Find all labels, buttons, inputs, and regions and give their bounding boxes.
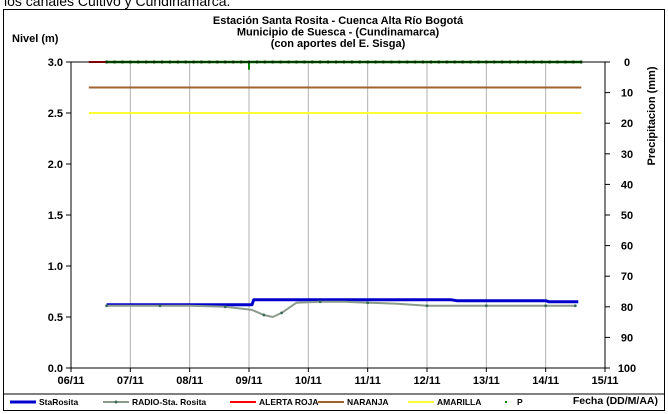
y2-tick-label: 100 <box>618 363 636 375</box>
series-line <box>106 300 576 318</box>
x-tick-label: 13/11 <box>473 375 500 387</box>
y2-tick-label: 80 <box>621 302 633 314</box>
legend-label: P <box>517 397 523 407</box>
series-point <box>262 313 266 317</box>
series-point <box>544 304 548 308</box>
x-tick-label: 12/11 <box>414 375 441 387</box>
y2-tick-label: 60 <box>621 241 633 253</box>
y2-tick-label: 50 <box>621 210 633 222</box>
axes: 0.0 0.5 1.0 1.5 2.0 2.5 3.0 0 10 20 30 40 50 60 70 80 90… <box>12 33 658 407</box>
x-tick-label: 14/11 <box>532 375 559 387</box>
legend-item: AMARILLA <box>408 397 481 407</box>
y-axis-label: Nivel (m) <box>12 33 59 45</box>
chart-title: Estación Santa Rosita - Cuenca Alta Río … <box>213 15 464 50</box>
x-tick-label: 10/11 <box>295 375 322 387</box>
chart-title-line: Municipio de Suesca - (Cundinamarca) <box>237 27 440 39</box>
x-tick-label: 11/11 <box>355 375 381 387</box>
legend-item: RADIO-Sta. Rosita <box>103 397 206 407</box>
grid <box>129 62 547 368</box>
y2-tick-label: 20 <box>621 118 633 130</box>
series-point <box>484 304 488 308</box>
legend-swatch <box>505 401 507 403</box>
y2-axis-label: Precipitacion (mm) <box>646 66 658 165</box>
legend-label: NARANJA <box>347 397 389 407</box>
chart-title-line: (con aportes del E. Sisga) <box>271 38 406 50</box>
chart-title-line: Estación Santa Rosita - Cuenca Alta Río … <box>213 15 464 27</box>
legend-label: StaRosita <box>39 397 78 407</box>
y-tick-label: 0.5 <box>48 312 63 324</box>
series-1 <box>105 300 577 318</box>
series-0 <box>106 298 579 307</box>
legend-label: AMARILLA <box>437 397 481 407</box>
x-tick-label: 07/11 <box>117 375 144 387</box>
y2-tick-label: 70 <box>621 271 633 283</box>
x-tick-label: 08/11 <box>176 375 203 387</box>
legend-item: NARANJA <box>318 397 389 407</box>
y-tick-label: 3.0 <box>48 57 63 69</box>
legend-item: ALERTA ROJA <box>230 397 319 407</box>
x-tick-label: 09/11 <box>236 375 263 387</box>
chart-frame <box>3 9 665 411</box>
series-line <box>106 298 579 307</box>
series-point <box>318 300 322 304</box>
x-tick-label: 15/11 <box>592 375 619 387</box>
series-point <box>223 305 227 309</box>
legend-item: StaRosita <box>10 397 78 407</box>
y-tick-label: 0.0 <box>48 363 63 375</box>
plot-area <box>70 61 606 369</box>
y-tick-label: 2.5 <box>48 108 63 120</box>
y2-tick-label: 0 <box>624 57 630 69</box>
legend-label: ALERTA ROJA <box>259 397 319 407</box>
legend: StaRosita RADIO-Sta. Rosita ALERTA ROJA NAR… <box>3 393 665 407</box>
y2-tick-label: 90 <box>621 332 633 344</box>
y-tick-label: 1.0 <box>48 261 63 273</box>
series-point <box>158 304 162 308</box>
series-point <box>366 301 370 305</box>
series-point <box>573 304 577 308</box>
series-point <box>280 311 284 315</box>
series-layer <box>88 60 583 318</box>
y2-tick-label: 10 <box>621 88 633 100</box>
legend-marker <box>114 400 118 404</box>
y2-tick-label: 40 <box>621 179 633 191</box>
x-axis-label: Fecha (DD/M/AA) <box>573 395 658 407</box>
page-caption: los canales Cultivo y Cundinamarca. <box>4 0 231 9</box>
legend-label: RADIO-Sta. Rosita <box>132 397 206 407</box>
y-tick-label: 1.5 <box>48 210 63 222</box>
legend-item: P <box>505 397 523 407</box>
y-tick-label: 2.0 <box>48 159 63 171</box>
series-point <box>105 304 108 308</box>
series-point <box>425 304 429 308</box>
x-tick-label: 06/11 <box>58 375 85 387</box>
y2-tick-label: 30 <box>621 149 633 161</box>
